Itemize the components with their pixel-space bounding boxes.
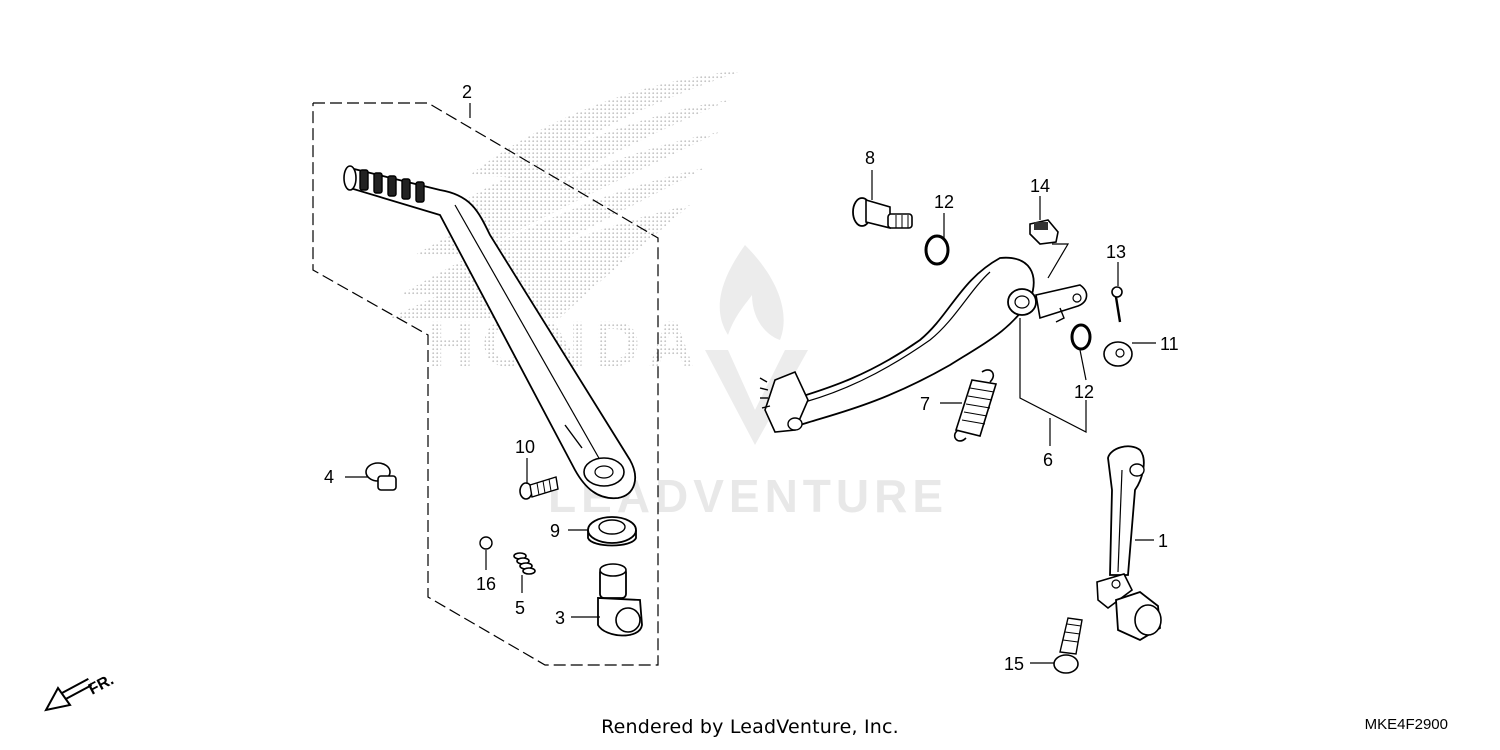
callout-13: 13 (1106, 242, 1126, 262)
front-label: FR. (86, 671, 117, 698)
flame-mark-icon (719, 245, 784, 340)
oil-seal-9[interactable] (587, 516, 637, 547)
brake-pedal-6[interactable] (759, 256, 1088, 433)
callout-11: 11 (1160, 334, 1179, 354)
honda-wing-watermark: HONDA (390, 70, 745, 380)
callout-8: 8 (865, 148, 875, 168)
spring-5[interactable] (513, 552, 536, 575)
pivot-bolt-8[interactable] (852, 197, 913, 230)
kickstarter-assembly-outline (312, 102, 659, 666)
callout-5: 5 (515, 598, 525, 618)
flange-bolt-4[interactable] (365, 462, 397, 491)
bolt-15[interactable] (1053, 617, 1083, 674)
callout-3: 3 (555, 608, 565, 628)
arrow-down-left-icon (44, 678, 93, 712)
callout-2: 2 (462, 82, 472, 102)
clip-14[interactable] (1029, 219, 1059, 245)
diagram-code: MKE4F2900 (1364, 716, 1448, 733)
washer-11[interactable] (1103, 341, 1133, 367)
callout-labels: 2 4 10 9 16 5 3 8 12 14 13 11 12 7 6 1 1… (324, 82, 1179, 674)
gearshift-pedal-1[interactable] (1096, 445, 1162, 642)
callout-4: 4 (324, 467, 334, 487)
kickstarter-boss-3[interactable] (597, 563, 643, 637)
callout-14: 14 (1030, 176, 1050, 196)
callout-1: 1 (1158, 531, 1168, 551)
callout-9: 9 (550, 521, 560, 541)
steel-ball-16[interactable] (479, 536, 493, 550)
screw-10[interactable] (519, 476, 559, 500)
front-direction-indicator: FR. (44, 671, 117, 712)
callout-12-lower: 12 (1074, 382, 1094, 402)
callout-10: 10 (515, 437, 535, 457)
return-spring-7[interactable] (285, 0, 998, 442)
footer-credit: Rendered by LeadVenture, Inc. (601, 716, 899, 738)
o-ring-12-upper[interactable] (924, 234, 950, 266)
callout-16: 16 (476, 574, 496, 594)
callout-7: 7 (920, 394, 930, 414)
leader-lines (345, 103, 1156, 664)
kickstarter-arm[interactable] (343, 165, 636, 500)
cotter-pin-13[interactable] (1111, 286, 1123, 323)
o-ring-12-lower[interactable] (1070, 323, 1092, 351)
callout-15: 15 (1004, 654, 1024, 674)
callout-12-upper: 12 (934, 192, 954, 212)
callout-6: 6 (1043, 450, 1053, 470)
